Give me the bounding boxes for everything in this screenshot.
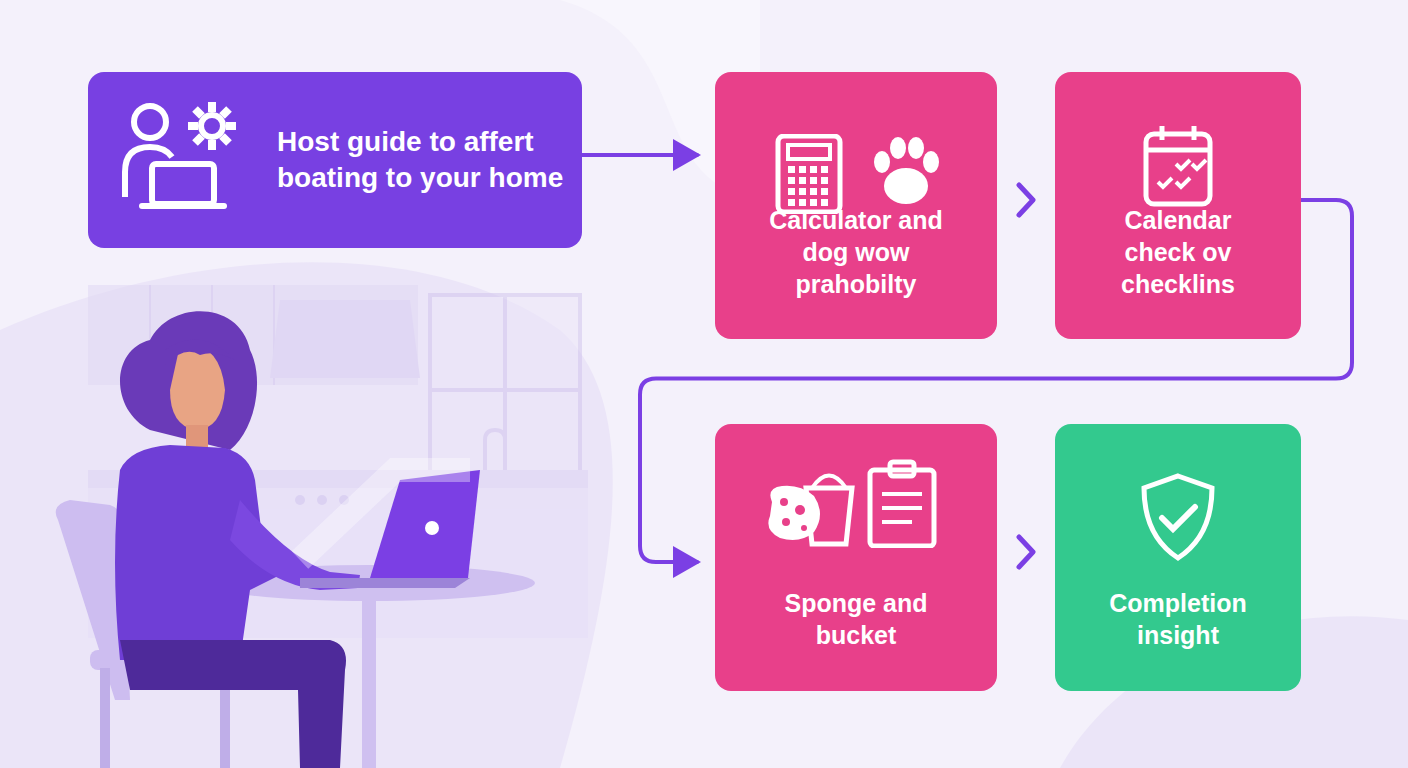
chevron-connector: [1019, 537, 1033, 567]
completion-box: Completion insight: [1055, 424, 1301, 691]
step-box: Sponge and bucket: [715, 424, 997, 691]
icon: [756, 458, 956, 552]
step-box: Calendar check ov checklins: [1055, 72, 1301, 339]
icon: [756, 134, 956, 218]
node-label: Calculator and dog wow prahobilty: [761, 205, 951, 300]
icon: [1138, 472, 1218, 566]
arrow-connector: [582, 153, 697, 157]
step-box: Calculator and dog wow prahobilty: [715, 72, 997, 339]
node-label: Completion insight: [1088, 588, 1268, 652]
node-label: Host guide to affert boating to your hom…: [277, 124, 567, 195]
icon: [120, 102, 250, 216]
node-label: Sponge and bucket: [761, 588, 951, 652]
node-label: Calendar check ov checklins: [1088, 205, 1268, 300]
icon: [1128, 124, 1228, 212]
intro-box: Host guide to affert boating to your hom…: [88, 72, 582, 248]
chevron-connector: [1019, 185, 1033, 215]
